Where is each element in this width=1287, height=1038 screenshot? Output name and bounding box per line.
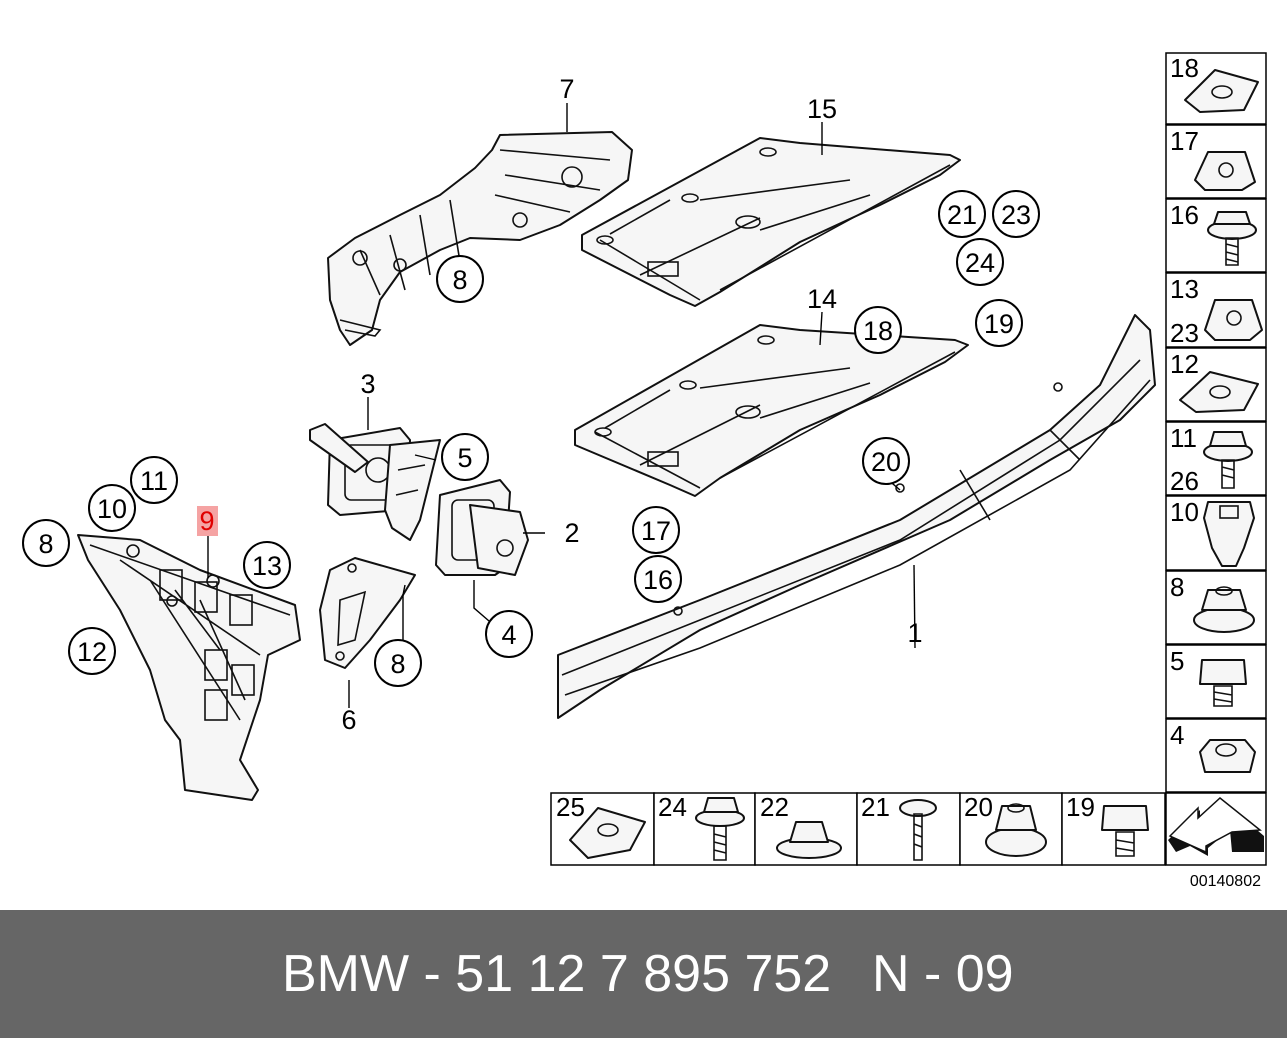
fastener-label-19: 19: [1066, 792, 1095, 822]
arrow-icon: [1168, 797, 1264, 856]
collar-nut-icon: [776, 821, 842, 859]
hex-bolt-icon: [1101, 805, 1149, 857]
part-7-side-panel: [327, 131, 633, 346]
callout-17: 17: [641, 516, 671, 546]
fastener-label-17: 17: [1170, 126, 1199, 156]
fastener-label-21: 21: [861, 792, 890, 822]
part-15-underbody-panel: [581, 137, 961, 307]
parts-diagram: 7 15 14 3 2 1 6 9 8 5 4 8 8 10 11 13 12 …: [22, 52, 1267, 890]
position-code: N - 09: [872, 945, 1014, 1003]
fastener-label-24: 24: [658, 792, 687, 822]
part-9-bracket: [77, 534, 301, 801]
leader-lines: [207, 103, 916, 708]
fastener-label-10: 10: [1170, 497, 1199, 527]
callout-10: 10: [97, 494, 127, 524]
fastener-label-25: 25: [556, 792, 585, 822]
callout-8-top: 8: [452, 265, 467, 295]
callout-2: 2: [564, 518, 579, 548]
collar-nut-icon: [985, 803, 1047, 857]
highlight-box: [197, 506, 218, 536]
callout-20: 20: [871, 447, 901, 477]
spring-nut-icon: [1204, 299, 1263, 341]
fastener-label-13: 13: [1170, 274, 1199, 304]
clip-nut-icon: [1179, 371, 1259, 413]
part-5-bracket: [384, 439, 441, 541]
expanding-nut-icon: [1203, 501, 1255, 567]
callout-6: 6: [341, 705, 356, 735]
clip-nut-icon: [1184, 69, 1259, 113]
spring-nut-icon: [1194, 151, 1256, 191]
fastener-label-23: 23: [1170, 318, 1199, 348]
screw-icon: [899, 799, 937, 861]
hex-bolt-washer-icon: [1203, 431, 1253, 489]
circled-callouts: [22, 190, 1040, 687]
callout-7: 7: [559, 74, 574, 104]
callout-23: 23: [1001, 200, 1031, 230]
fastener-label-22: 22: [760, 792, 789, 822]
fastener-label-16: 16: [1170, 200, 1199, 230]
callout-3: 3: [360, 369, 375, 399]
hex-nut-icon: [1199, 739, 1256, 773]
callout-24: 24: [965, 248, 995, 278]
callout-15: 15: [807, 94, 837, 124]
fastener-label-5: 5: [1170, 646, 1184, 676]
callout-16: 16: [643, 565, 673, 595]
callout-13: 13: [252, 551, 282, 581]
part-number: BMW - 51 12 7 895 752: [282, 945, 832, 1003]
part-2-absorber-housing: [435, 479, 529, 576]
diagram-ref-number: 00140802: [1190, 873, 1261, 890]
callout-1: 1: [907, 618, 922, 648]
callout-11: 11: [140, 466, 168, 496]
fastener-label-11: 11: [1170, 423, 1197, 453]
part-6-plate: [319, 557, 416, 669]
clip-nut-icon: [569, 807, 646, 859]
fastener-label-18: 18: [1170, 53, 1199, 83]
callout-8-mid: 8: [390, 649, 405, 679]
fastener-label-8: 8: [1170, 572, 1184, 602]
callout-14: 14: [807, 284, 837, 314]
callout-12: 12: [77, 637, 107, 667]
callout-19: 19: [984, 309, 1014, 339]
callout-18: 18: [863, 316, 893, 346]
callout-21: 21: [947, 200, 977, 230]
part-1-bumper-carrier: [557, 314, 1156, 719]
fastener-label-26: 26: [1170, 466, 1199, 496]
callout-8-left: 8: [38, 529, 53, 559]
fastener-label-12: 12: [1170, 349, 1199, 379]
fastener-label-4: 4: [1170, 720, 1184, 750]
callout-4: 4: [501, 620, 516, 650]
part-14-underbody-panel: [574, 324, 969, 497]
hex-bolt-washer-icon: [695, 797, 745, 861]
part-number-footer: BMW - 51 12 7 895 752 N - 09: [0, 910, 1287, 1038]
hex-bolt-icon: [1199, 659, 1247, 707]
collar-nut-icon: [1193, 586, 1255, 633]
callout-5: 5: [457, 443, 472, 473]
fastener-label-20: 20: [964, 792, 993, 822]
hex-bolt-washer-icon: [1207, 211, 1257, 266]
callout-9: 9: [199, 506, 214, 536]
